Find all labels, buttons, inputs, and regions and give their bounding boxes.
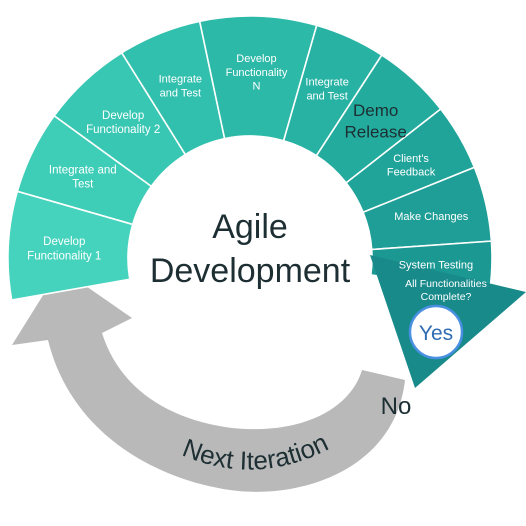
segment-label-9: Make Changes — [394, 211, 468, 223]
segment-label-11-line-1: All Functionalities — [405, 278, 487, 290]
segment-label-8-line-1: Client's — [393, 153, 429, 165]
segment-label-3-line-2: Functionality 2 — [86, 124, 160, 136]
center-title-line2: Development — [150, 252, 351, 290]
next-iteration-arrow — [12, 268, 405, 492]
segment-label-10: System Testing — [399, 259, 473, 271]
center-title-line1: Agile — [212, 208, 288, 246]
segment-label-5-line-2: Functionality — [226, 67, 288, 79]
segment-label-5-line-3: N — [253, 81, 261, 93]
segment-label-3-line-1: Develop — [102, 110, 144, 122]
yes-circle — [408, 304, 464, 360]
segment-label-10-line-1: System Testing — [399, 259, 473, 271]
yes-label: Yes — [419, 322, 453, 345]
segment-label-1-line-2: Functionality 1 — [27, 250, 101, 262]
segment-label-8-line-2: Feedback — [387, 167, 436, 179]
segment-label-7-line-1: Demo — [353, 101, 398, 120]
segment-label-7-line-2: Release — [344, 122, 406, 141]
segment-label-6-line-1: Integrate — [305, 77, 348, 89]
segment-label-11-line-2: Complete? — [421, 291, 472, 303]
segment-label-2-line-1: Integrate and — [49, 164, 117, 176]
segment-label-1-line-1: Develop — [43, 236, 85, 248]
segment-label-4-line-2: and Test — [160, 87, 201, 99]
no-label: No — [381, 393, 412, 420]
segment-label-2-line-2: Test — [72, 179, 94, 191]
segment-label-9-line-1: Make Changes — [394, 211, 468, 223]
segment-label-6-line-2: and Test — [306, 90, 347, 102]
segment-label-4-line-1: Integrate — [159, 74, 202, 86]
segment-label-5-line-1: Develop — [236, 53, 276, 65]
